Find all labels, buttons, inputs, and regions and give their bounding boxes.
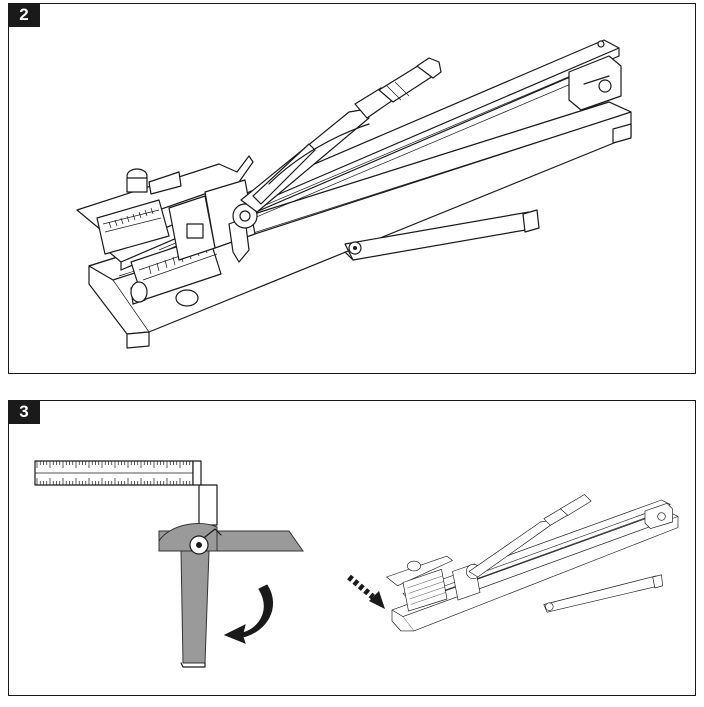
rotate-arrow-icon <box>223 584 273 644</box>
direction-arrow-icon <box>347 574 385 609</box>
ruler-illustration <box>34 460 679 668</box>
tile-cutter-illustration <box>76 39 632 349</box>
figure-number-badge: 2 <box>8 3 40 27</box>
figure-2-panel: 2 <box>8 3 696 374</box>
figure-3-panel: 3 <box>8 400 696 696</box>
figure-number-badge: 3 <box>8 400 40 424</box>
